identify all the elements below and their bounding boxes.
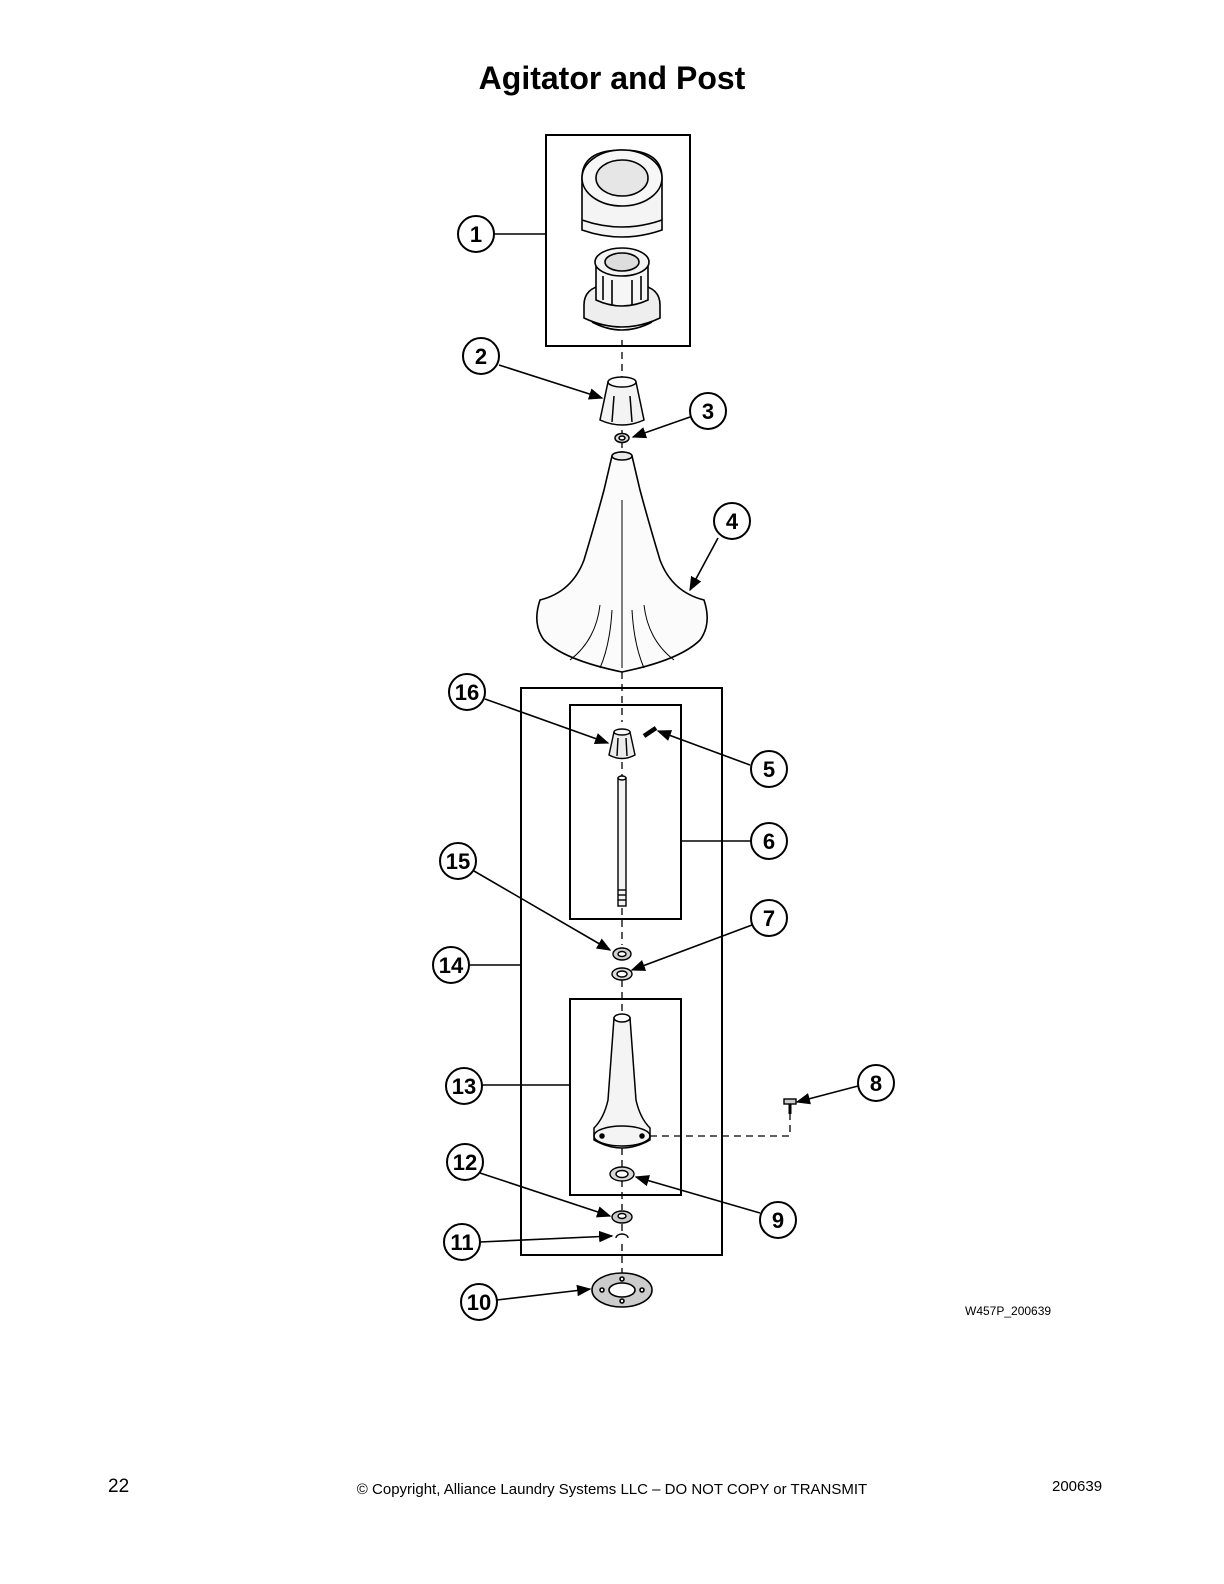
base-plate-part bbox=[591, 1272, 653, 1308]
shaft-part bbox=[617, 775, 627, 907]
document-number: 200639 bbox=[1052, 1478, 1103, 1495]
callout-3: 3 bbox=[689, 392, 727, 430]
svg-text:9: 9 bbox=[772, 1208, 784, 1233]
callout-2: 2 bbox=[462, 337, 500, 375]
callout-9: 9 bbox=[759, 1201, 797, 1239]
svg-text:12: 12 bbox=[453, 1150, 477, 1175]
callout-15: 15 bbox=[439, 842, 477, 880]
callout-1: 1 bbox=[457, 215, 495, 253]
svg-text:16: 16 bbox=[455, 680, 479, 705]
svg-text:1: 1 bbox=[470, 222, 482, 247]
svg-text:10: 10 bbox=[467, 1290, 491, 1315]
seal-part bbox=[609, 1166, 635, 1182]
page-title: Agitator and Post bbox=[478, 60, 746, 96]
svg-text:7: 7 bbox=[763, 906, 775, 931]
washer-part-15 bbox=[612, 947, 632, 961]
callout-5: 5 bbox=[750, 750, 788, 788]
drive-block-part bbox=[608, 728, 636, 760]
copyright-notice: © Copyright, Alliance Laundry Systems LL… bbox=[356, 1481, 868, 1498]
page-number: 22 bbox=[108, 1476, 130, 1497]
callout-12: 12 bbox=[446, 1143, 484, 1181]
svg-text:3: 3 bbox=[702, 399, 714, 424]
agitator-part bbox=[536, 451, 708, 673]
screw-part bbox=[783, 1098, 797, 1114]
pin-part bbox=[642, 726, 658, 738]
callout-6: 6 bbox=[750, 822, 788, 860]
svg-text:14: 14 bbox=[439, 953, 464, 978]
callout-16: 16 bbox=[448, 673, 486, 711]
cap-adapter-part bbox=[583, 247, 661, 331]
svg-text:6: 6 bbox=[763, 829, 775, 854]
part-14-group-box bbox=[520, 687, 723, 1256]
callout-10: 10 bbox=[460, 1283, 498, 1321]
callout-leaders bbox=[469, 233, 859, 1301]
washer-part-7 bbox=[611, 967, 633, 981]
callout-13: 13 bbox=[445, 1067, 483, 1105]
callout-7: 7 bbox=[750, 899, 788, 937]
agitator-post-part bbox=[593, 1013, 651, 1149]
cam-part bbox=[599, 376, 645, 426]
svg-text:13: 13 bbox=[452, 1074, 476, 1099]
svg-text:4: 4 bbox=[726, 509, 739, 534]
drawing-id: W457P_200639 bbox=[965, 1304, 1052, 1318]
callout-8: 8 bbox=[857, 1064, 895, 1102]
callout-11: 11 bbox=[443, 1223, 481, 1261]
callout-14: 14 bbox=[432, 946, 470, 984]
callout-4: 4 bbox=[713, 502, 751, 540]
washer-part-3 bbox=[614, 432, 630, 444]
retaining-ring-part bbox=[615, 1233, 629, 1239]
part-6-group-box bbox=[569, 704, 682, 920]
svg-text:8: 8 bbox=[870, 1071, 882, 1096]
svg-text:2: 2 bbox=[475, 344, 487, 369]
svg-text:15: 15 bbox=[446, 849, 470, 874]
part-1-group-box bbox=[545, 134, 691, 347]
agitator-cap-part bbox=[581, 149, 663, 238]
svg-text:5: 5 bbox=[763, 757, 775, 782]
svg-text:11: 11 bbox=[450, 1230, 473, 1255]
bearing-part bbox=[611, 1210, 633, 1224]
part-13-group-box bbox=[569, 998, 682, 1196]
